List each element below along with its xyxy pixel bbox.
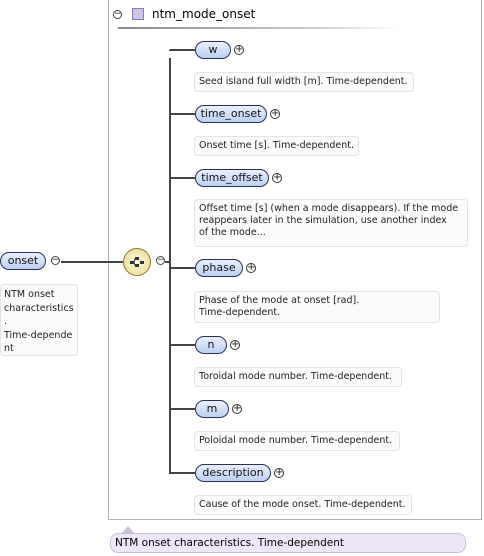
sequence-connector xyxy=(165,261,171,263)
element-description[interactable]: description xyxy=(195,464,271,482)
doc-line: Onset time [s]. Time-dependent. xyxy=(199,140,355,151)
collapse-type-icon[interactable]: − xyxy=(113,9,122,19)
branch-connector xyxy=(169,49,195,51)
expand-time-offset-icon[interactable]: + xyxy=(272,172,282,183)
element-documentation: Cause of the mode onset. Time-dependent. xyxy=(194,495,412,515)
branch-connector xyxy=(169,267,195,269)
expand-description-icon[interactable]: + xyxy=(274,467,284,478)
branch-connector xyxy=(169,113,195,115)
element-n[interactable]: n xyxy=(195,336,227,354)
expand-phase-icon[interactable]: + xyxy=(246,262,256,273)
doc-line: Poloidal mode number. Time-dependent. xyxy=(199,435,393,446)
type-doc-pointer xyxy=(122,526,134,533)
type-documentation: NTM onset characteristics. Time-dependen… xyxy=(110,533,466,553)
collapse-root-icon[interactable]: − xyxy=(51,255,60,265)
root-doc-line: nt xyxy=(4,343,14,354)
element-documentation: Phase of the mode at onset [rad].Time-de… xyxy=(194,291,440,323)
doc-line: Phase of the mode at onset [rad]. xyxy=(199,295,360,306)
element-w[interactable]: w xyxy=(195,41,231,59)
header-divider xyxy=(118,27,398,29)
complex-type-icon xyxy=(132,8,144,20)
element-documentation: Onset time [s]. Time-dependent. xyxy=(194,136,359,156)
root-doc-line: NTM onset xyxy=(4,289,55,300)
branch-connector xyxy=(169,177,195,179)
element-documentation: Offset time [s] (when a mode disappears)… xyxy=(194,199,468,247)
doc-line: Time-dependent. xyxy=(199,307,281,318)
branch-connector xyxy=(169,344,195,346)
branch-connector xyxy=(169,472,195,474)
doc-line: of the mode... xyxy=(199,227,266,238)
expand-n-icon[interactable]: + xyxy=(230,339,240,350)
element-documentation: Poloidal mode number. Time-dependent. xyxy=(194,431,400,451)
root-doc-line: characteristics xyxy=(4,302,74,314)
doc-line: Cause of the mode onset. Time-dependent. xyxy=(199,499,406,510)
root-documentation: NTM onset characteristics. Time-depende nt xyxy=(0,284,78,356)
sequence-compositor[interactable] xyxy=(123,248,151,276)
root-element-onset[interactable]: onset xyxy=(0,252,46,270)
expand-w-icon[interactable]: + xyxy=(234,44,244,55)
root-doc-line: Time-depende xyxy=(4,329,73,341)
collapse-sequence-icon[interactable]: − xyxy=(156,255,165,265)
doc-line: Offset time [s] (when a mode disappears)… xyxy=(199,203,459,214)
element-m[interactable]: m xyxy=(195,400,229,418)
element-time-offset[interactable]: time_offset xyxy=(195,169,269,187)
doc-line: Seed island full width [m]. Time-depende… xyxy=(199,76,408,87)
doc-line: Toroidal mode number. Time-dependent. xyxy=(199,371,392,382)
expand-m-icon[interactable]: + xyxy=(232,403,242,414)
sequence-icon xyxy=(130,257,144,267)
doc-line: reappears later in the simulation, use a… xyxy=(199,215,447,226)
element-documentation: Seed island full width [m]. Time-depende… xyxy=(194,72,414,92)
branch-connector xyxy=(169,408,195,410)
element-time-onset[interactable]: time_onset xyxy=(195,105,267,123)
element-documentation: Toroidal mode number. Time-dependent. xyxy=(194,367,402,387)
expand-time-onset-icon[interactable]: + xyxy=(270,108,280,119)
root-doc-line: . xyxy=(4,316,8,327)
root-connector xyxy=(61,261,123,263)
element-phase[interactable]: phase xyxy=(195,259,243,277)
sequence-bracket xyxy=(169,58,171,472)
type-name: ntm_mode_onset xyxy=(152,7,256,21)
